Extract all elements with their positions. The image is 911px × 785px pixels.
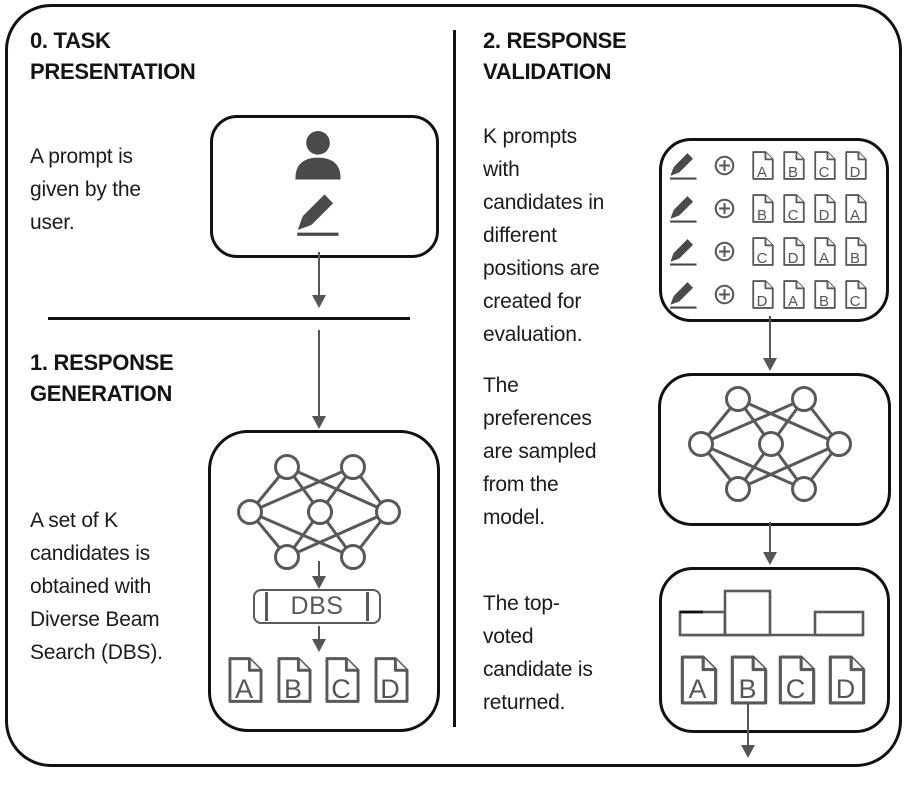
plus-circle-icon bbox=[714, 155, 735, 176]
document-icon: C bbox=[814, 150, 836, 181]
pencil-icon bbox=[668, 192, 700, 224]
dbs-endcap-left bbox=[265, 592, 268, 621]
document-label: D bbox=[380, 674, 400, 704]
vote-result-box bbox=[659, 567, 890, 733]
histogram-icon bbox=[675, 585, 870, 639]
result-document-icon: C bbox=[778, 655, 816, 705]
result-document-icon: D bbox=[828, 655, 866, 705]
document-label: C bbox=[756, 249, 768, 267]
person-icon bbox=[289, 130, 347, 184]
arrow-down-icon bbox=[311, 626, 327, 652]
user-prompt-box bbox=[210, 115, 439, 258]
candidate-document-icon: C bbox=[325, 655, 360, 705]
document-icon: B bbox=[783, 150, 805, 181]
document-label: A bbox=[688, 674, 707, 704]
document-icon: C bbox=[752, 236, 774, 267]
document-icon: B bbox=[752, 193, 774, 224]
document-label: A bbox=[849, 206, 860, 224]
document-label: D bbox=[835, 674, 856, 704]
document-label: D bbox=[756, 292, 768, 310]
arrow-down-icon bbox=[311, 330, 327, 429]
generation-description-text: A set of K candidates is obtained with D… bbox=[30, 509, 163, 664]
document-label: D bbox=[818, 206, 830, 224]
document-label: B bbox=[849, 249, 860, 267]
document-label: A bbox=[818, 249, 829, 267]
document-icon: D bbox=[783, 236, 805, 267]
document-icon: D bbox=[752, 279, 774, 310]
pencil-icon bbox=[668, 149, 700, 181]
result-document-icon: B bbox=[730, 655, 768, 705]
dbs-endcap-right bbox=[366, 592, 369, 621]
prompt-row: B C D A bbox=[668, 192, 867, 224]
document-label: B bbox=[818, 292, 829, 310]
validation-prompts-text: K prompts with candidates in different p… bbox=[483, 125, 605, 346]
document-label: A bbox=[787, 292, 798, 310]
pencil-icon bbox=[293, 188, 345, 238]
result-document-icon: A bbox=[680, 655, 718, 705]
outer-border bbox=[5, 4, 902, 767]
document-icon: A bbox=[814, 236, 836, 267]
validation-result-text: The top- voted candidate is returned. bbox=[483, 592, 593, 714]
arrow-down-icon bbox=[740, 703, 756, 758]
section-title-task-presentation: 0. TASK PRESENTATION bbox=[30, 28, 196, 84]
plus-circle-icon bbox=[714, 284, 735, 305]
task-description-text: A prompt is given by the user. bbox=[30, 145, 141, 234]
document-label: C bbox=[787, 206, 799, 224]
document-icon: C bbox=[783, 193, 805, 224]
prompt-row: A B C D bbox=[668, 149, 867, 181]
document-label: A bbox=[234, 674, 253, 704]
neural-network-icon bbox=[687, 384, 857, 504]
validation-sampling-text: The preferences are sampled from the mod… bbox=[483, 374, 597, 529]
section-title-response-validation: 2. RESPONSE VALIDATION bbox=[483, 28, 627, 84]
document-label: B bbox=[787, 163, 798, 181]
document-label: C bbox=[818, 163, 830, 181]
dbs-capsule: DBS bbox=[253, 589, 381, 624]
candidate-document-icon: B bbox=[277, 655, 312, 705]
arrow-down-icon bbox=[762, 522, 778, 565]
arrow-down-icon bbox=[311, 561, 327, 589]
arrow-down-icon bbox=[762, 316, 778, 371]
document-label: D bbox=[787, 249, 799, 267]
document-label: C bbox=[331, 674, 351, 704]
document-icon: D bbox=[845, 150, 867, 181]
document-label: D bbox=[849, 163, 861, 181]
plus-circle-icon bbox=[714, 241, 735, 262]
pencil-icon bbox=[668, 278, 700, 310]
candidate-document-icon: A bbox=[228, 655, 263, 705]
candidate-document-icon: D bbox=[374, 655, 409, 705]
document-label: B bbox=[283, 674, 302, 704]
document-icon: A bbox=[752, 150, 774, 181]
section-title-response-generation: 1. RESPONSE GENERATION bbox=[30, 350, 174, 406]
document-icon: A bbox=[783, 279, 805, 310]
document-icon: D bbox=[814, 193, 836, 224]
arrow-down-icon bbox=[311, 252, 327, 308]
document-icon: A bbox=[845, 193, 867, 224]
document-label: B bbox=[738, 674, 757, 704]
document-icon: B bbox=[814, 279, 836, 310]
document-label: A bbox=[756, 163, 767, 181]
document-label: C bbox=[785, 674, 806, 704]
prompt-row: C D A B bbox=[668, 235, 867, 267]
prompt-row: D A B C bbox=[668, 278, 867, 310]
document-label: B bbox=[756, 206, 767, 224]
document-label: C bbox=[849, 292, 861, 310]
document-icon: B bbox=[845, 236, 867, 267]
document-icon: C bbox=[845, 279, 867, 310]
section-divider-line bbox=[48, 317, 410, 320]
column-divider-line bbox=[453, 30, 456, 727]
dbs-label: DBS bbox=[290, 592, 344, 620]
neural-network-icon bbox=[236, 452, 406, 572]
pencil-icon bbox=[668, 235, 700, 267]
plus-circle-icon bbox=[714, 198, 735, 219]
